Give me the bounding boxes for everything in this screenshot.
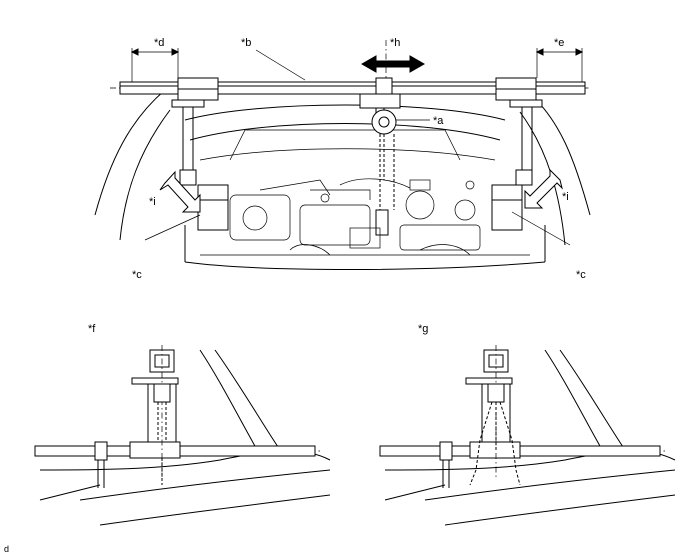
detail-g	[379, 345, 676, 526]
label-c-left: *c	[132, 269, 142, 281]
label-e: *e	[554, 37, 564, 49]
label-d: *d	[154, 37, 164, 49]
detail-f	[34, 345, 331, 526]
label-f: *f	[88, 323, 96, 335]
label-g: *g	[418, 323, 428, 335]
right-support	[491, 77, 543, 231]
right-adjust-arrow	[524, 168, 563, 209]
label-a: *a	[433, 115, 444, 127]
figure-code: d	[4, 544, 9, 554]
label-b: *b	[241, 37, 251, 49]
horizontal-movement-arrow	[360, 40, 426, 78]
engine-bay-illustration	[94, 89, 591, 270]
left-adjust-arrow	[159, 170, 201, 213]
label-c-right: *c	[576, 269, 586, 281]
left-support	[171, 77, 229, 231]
label-h: *h	[390, 37, 400, 49]
label-i-left: *i	[149, 196, 156, 208]
label-i-right: *i	[562, 191, 569, 203]
dimension-d	[130, 48, 180, 82]
dimension-e	[535, 48, 584, 82]
chain-hoist	[359, 77, 401, 236]
leader-lines	[144, 49, 571, 246]
